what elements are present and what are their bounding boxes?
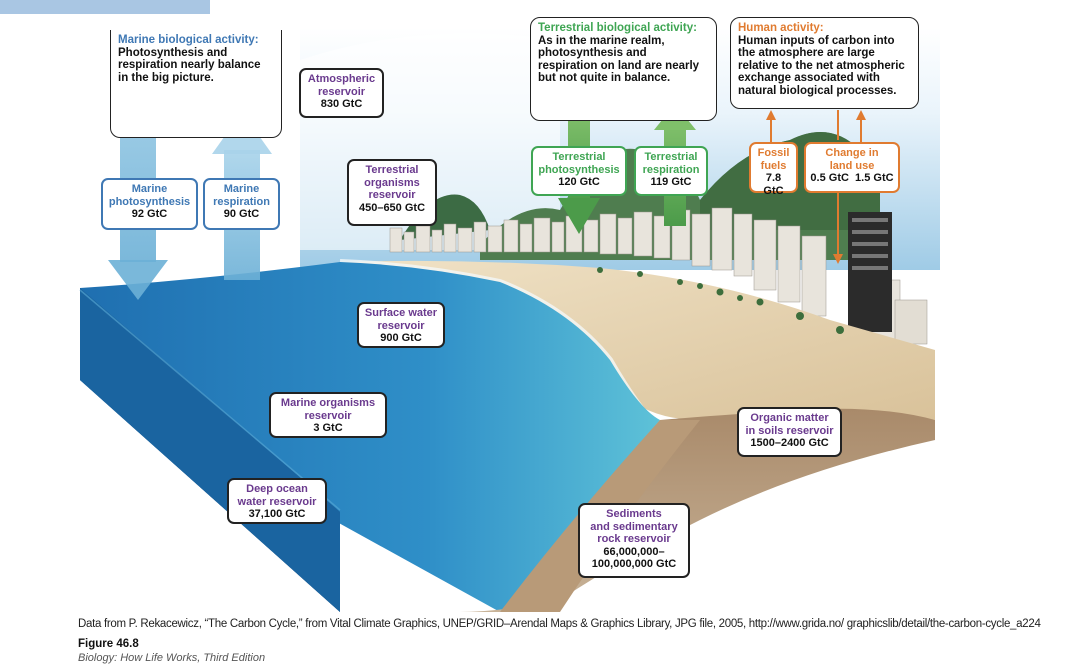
human-activity-body: Human inputs of carbon into the atmosphe…	[738, 34, 905, 97]
human-activity-note: Human activity: Human inputs of carbon i…	[730, 17, 919, 109]
land-use-down-arrow	[833, 110, 843, 264]
palm-trees	[597, 267, 844, 334]
human-activity-heading: Human activity:	[738, 22, 824, 34]
marine-organisms-reservoir-label: Marine organisms reservoir 3 GtC	[269, 392, 387, 438]
figure-label: Figure 46.8	[78, 638, 139, 650]
surface-water-reservoir-label: Surface water reservoir 900 GtC	[357, 302, 445, 348]
marine-activity-note: Marine biological activity: Photosynthes…	[110, 30, 282, 138]
soils-reservoir-label: Organic matter in soils reservoir 1500–2…	[737, 407, 842, 457]
deep-ocean-reservoir-label: Deep ocean water reservoir 37,100 GtC	[227, 478, 327, 524]
source-credit: Data from P. Rekacewicz, “The Carbon Cyc…	[78, 618, 1041, 630]
atmospheric-reservoir-label: Atmospheric reservoir 830 GtC	[299, 68, 384, 118]
marine-respiration-label: Marine respiration 90 GtC	[203, 178, 280, 230]
land-use-label: Change in land use 0.5 GtC 1.5 GtC	[804, 142, 900, 193]
beach	[340, 260, 935, 420]
marine-photosynthesis-label: Marine photosynthesis 92 GtC	[101, 178, 198, 230]
terrestrial-photosynthesis-label: Terrestrial photosynthesis 120 GtC	[531, 146, 627, 196]
terrestrial-activity-note: Terrestrial biological activity: As in t…	[530, 17, 717, 121]
marine-activity-body: Photosynthesis and respiration nearly ba…	[118, 46, 261, 84]
top-fragment-bar	[0, 0, 210, 14]
book-subtitle: Biology: How Life Works, Third Edition	[78, 652, 266, 664]
terrestrial-organisms-reservoir-label: Terrestrial organisms reservoir 450–650 …	[347, 159, 437, 226]
terrestrial-respiration-label: Terrestrial respiration 119 GtC	[634, 146, 708, 196]
fossil-fuels-label: Fossil fuels 7.8 GtC	[749, 142, 798, 197]
fossil-fuels-arrow	[766, 110, 776, 142]
sediments-reservoir-label: Sediments and sedimentary rock reservoir…	[578, 503, 690, 578]
terrestrial-activity-heading: Terrestrial biological activity:	[538, 22, 697, 34]
terrestrial-activity-body: As in the marine realm, photosynthesis a…	[538, 34, 700, 85]
land-use-up-arrow	[856, 110, 866, 142]
marine-activity-heading: Marine biological activity:	[118, 34, 259, 46]
